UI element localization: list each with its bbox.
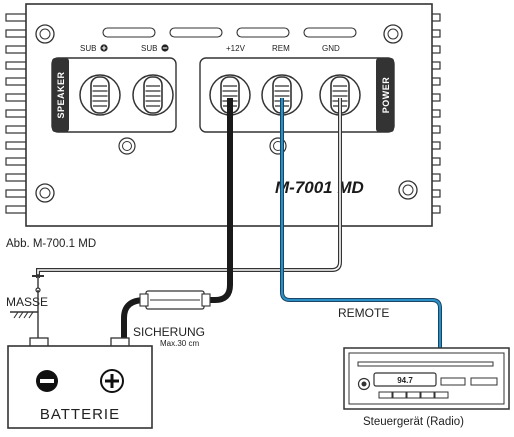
screw-bottom-left [35,183,55,203]
minus-icon [36,370,58,392]
model-name: M-7001 MD [275,178,364,197]
speaker-label: SPEAKER [56,71,66,118]
battery: BATTERIE [7,337,153,429]
radio-display: 94.7 [373,372,437,387]
screw-mid-left [118,137,136,155]
sub-plus-label: SUB [80,44,96,53]
rem-label: REM [272,44,290,53]
fuse-label: SICHERUNG [133,325,205,339]
fuse-rating: Max.30 cm [160,339,199,348]
sub-minus-label: SUB [141,44,157,53]
terminal-sub-plus [79,74,121,116]
power-label: POWER [381,77,391,114]
terminal-rem [261,74,303,116]
terminal-sub-minus [132,74,174,116]
radio-unit: 94.7 [343,347,510,410]
screw-bottom-right [398,180,418,200]
fuse-holder [139,290,211,310]
remote-label: REMOTE [338,306,389,320]
vent-slots [102,27,357,38]
terminal-12v [209,74,251,116]
screw-top-left [35,24,55,44]
minus-circle-icon [161,44,169,52]
gnd-label: GND [322,44,340,53]
plus-icon [100,369,124,393]
figure-caption: Abb. M-700.1 MD [6,238,96,250]
radio-preset-buttons [378,391,449,399]
radio-caption: Steuergerät (Radio) [363,416,464,428]
battery-label: BATTERIE [40,406,120,423]
ground-label: MASSE [6,295,48,309]
radio-frequency: 94.7 [397,376,413,385]
plus-circle-icon [100,44,108,52]
plus12v-label: +12V [226,44,246,53]
screw-top-right [383,24,403,44]
